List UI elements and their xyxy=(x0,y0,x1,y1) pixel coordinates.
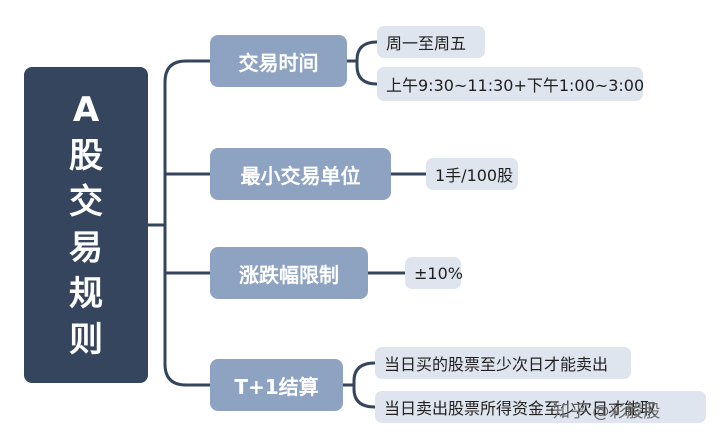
leaf-label: 当日卖出股票所得资金至少次日才能取 xyxy=(384,399,657,418)
leaf-weekdays: 周一至周五 xyxy=(377,26,485,58)
leaf-label: 1手/100股 xyxy=(435,166,514,185)
branch-settlement: T+1结算 xyxy=(210,359,343,411)
leaf-lot-size: 1手/100股 xyxy=(426,158,518,190)
branch-label: 最小交易单位 xyxy=(240,163,361,188)
watermark: 知乎 @彩股股 xyxy=(553,402,661,422)
leaf-settlement-rule-sell: 当日卖出股票所得资金至少次日才能取 xyxy=(375,391,706,423)
leaf-limit-percent: ±10% xyxy=(405,257,463,289)
branch-trading-hours: 交易时间 xyxy=(210,35,347,87)
branch-label: 交易时间 xyxy=(238,50,319,75)
root-node: A股交易规则 xyxy=(24,67,148,383)
leaf-label: ±10% xyxy=(414,263,463,283)
leaf-label: 上午9:30~11:30+下午1:00~3:00 xyxy=(386,76,645,95)
root-title: A股交易规则 xyxy=(69,90,103,360)
branch-price-limit: 涨跌幅限制 xyxy=(210,247,368,299)
branch-label: T+1结算 xyxy=(234,374,319,399)
leaf-settlement-rule-buy: 当日买的股票至少次日才能卖出 xyxy=(375,347,631,379)
branch-label: 涨跌幅限制 xyxy=(239,262,339,287)
branch-min-trade-unit: 最小交易单位 xyxy=(210,148,391,200)
leaf-trading-sessions: 上午9:30~11:30+下午1:00~3:00 xyxy=(377,67,645,101)
leaf-label: 周一至周五 xyxy=(386,34,467,53)
leaf-label: 当日买的股票至少次日才能卖出 xyxy=(384,355,609,374)
